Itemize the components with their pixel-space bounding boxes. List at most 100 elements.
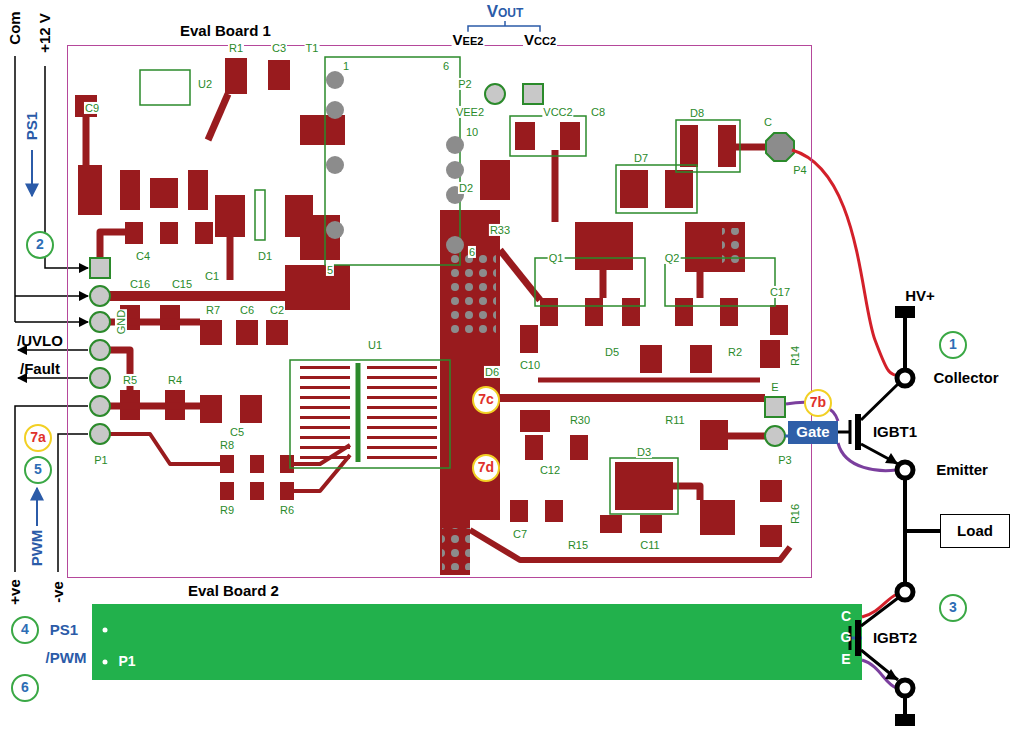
silkscreen-label: P3 [777,454,792,466]
silkscreen-label: C2 [269,304,285,316]
silkscreen-label: R8 [219,439,235,451]
silkscreen-label: C1 [204,270,220,282]
node-text: 2 [36,237,44,252]
signal-label: PWM [29,530,46,567]
silkscreen-label: R6 [279,504,295,516]
silkscreen-label: D6 [484,366,500,378]
voltage-label: VEE2 [452,32,485,49]
silkscreen-label: R33 [489,224,511,236]
silkscreen-label: 6 [442,60,450,72]
pin-label: P1 [118,654,135,669]
pin-label: E [841,652,850,667]
silkscreen-label: U1 [367,339,383,351]
eval-board-2-band [92,604,862,680]
eval-board: Eval Board 2 [92,604,862,680]
silkscreen-label: R7 [205,304,221,316]
signal-label: PS1 [50,622,78,639]
callout-number: 7c [472,386,500,414]
silkscreen-label: C17 [769,286,791,298]
silkscreen-label: C3 [271,42,287,54]
signal-label: +12 V [37,13,54,53]
pcb-traces [86,94,790,560]
silkscreen-label: C5 [229,426,245,438]
node-text: Load [957,523,993,540]
callout-number: 4 [11,616,39,644]
silkscreen-label: R5 [122,374,138,386]
silkscreen-label: Q1 [548,252,565,264]
board-title: Eval Board 2 [188,582,279,599]
signal-label: /UVLO [17,333,63,350]
silkscreen-label: 5 [326,264,334,276]
silkscreen-label: R14 [789,345,801,367]
node-text: 1 [949,337,957,352]
silkscreen-label: P2 [457,78,472,90]
silkscreen-label: C4 [135,250,151,262]
callout-number: 6 [11,674,39,702]
eval-board: Eval Board 17c7d [67,45,812,578]
silkscreen-label: R16 [789,503,801,525]
silkscreen-label: C12 [539,464,561,476]
silkscreen-label: 10 [465,126,479,138]
silkscreen-label: C8 [590,106,606,118]
callout-number: 7d [472,454,500,482]
silkscreen-label: GND [115,309,127,335]
power-stage [785,150,940,726]
signal-label: /Fault [20,361,60,378]
silkscreen-label: R2 [727,346,743,358]
transformer-pins [326,71,464,254]
callout-number: 7a [24,424,52,452]
silkscreen-label: R4 [167,374,183,386]
node-text: 3 [949,600,957,615]
silkscreen-label: Q2 [664,252,681,264]
signal-label: Com [7,11,24,44]
silkscreen-label: R9 [219,504,235,516]
callout-number: 2 [26,231,54,259]
signal-label: HV+ [905,288,935,305]
node-text: 5 [34,462,42,477]
pin-label: G [841,630,852,645]
silkscreen-label: D1 [257,250,273,262]
signal-label: IGBT2 [873,630,917,647]
node-text: 6 [21,680,29,695]
silkscreen-label: R1 [228,42,244,54]
silkscreen-label: C11 [639,539,660,551]
voltage-label: VCC2 [523,32,557,49]
silkscreen-label: U2 [197,78,213,90]
node-text: 4 [21,622,29,637]
silkscreen-label: C10 [519,359,541,371]
silkscreen-label: P4 [792,164,807,176]
voltage-label: VOUT [487,3,524,22]
signal-label: Collector [933,370,998,387]
silkscreen-label: P1 [93,454,108,466]
silkscreen-label: C15 [171,278,193,290]
silkscreen-label: D2 [458,182,474,194]
signal-label: Emitter [936,462,988,479]
silkscreen-label: C9 [84,102,100,114]
signal-label: /PWM [46,650,87,667]
signal-wires [15,56,88,572]
silkscreen-label: C7 [512,528,528,540]
silkscreen-label: 6 [468,246,476,258]
silkscreen-label: D7 [633,152,649,164]
pin-label: C [841,609,851,624]
silkscreen-label: C16 [129,278,151,290]
silkscreen-label: D3 [636,446,652,458]
silkscreen-label: VEE2 [455,106,485,118]
node-text: 7d [478,460,494,475]
pcb-pads [75,58,788,575]
silkscreen-label: R30 [569,414,591,426]
callout-number: 7b [804,389,832,417]
callout-number: 3 [939,594,967,622]
node-text: Gate [796,424,829,441]
signal-label: IGBT1 [873,424,917,441]
gate-label-box: Gate [788,421,838,444]
signal-label: -ve [50,581,67,603]
silkscreen-label: C6 [239,304,255,316]
silkscreen-label: T1 [305,42,320,54]
silkscreen-label: E [770,381,779,393]
silkscreen-label: C [763,116,773,128]
silkscreen-outlines [140,57,775,514]
node-text: 7a [30,430,46,445]
